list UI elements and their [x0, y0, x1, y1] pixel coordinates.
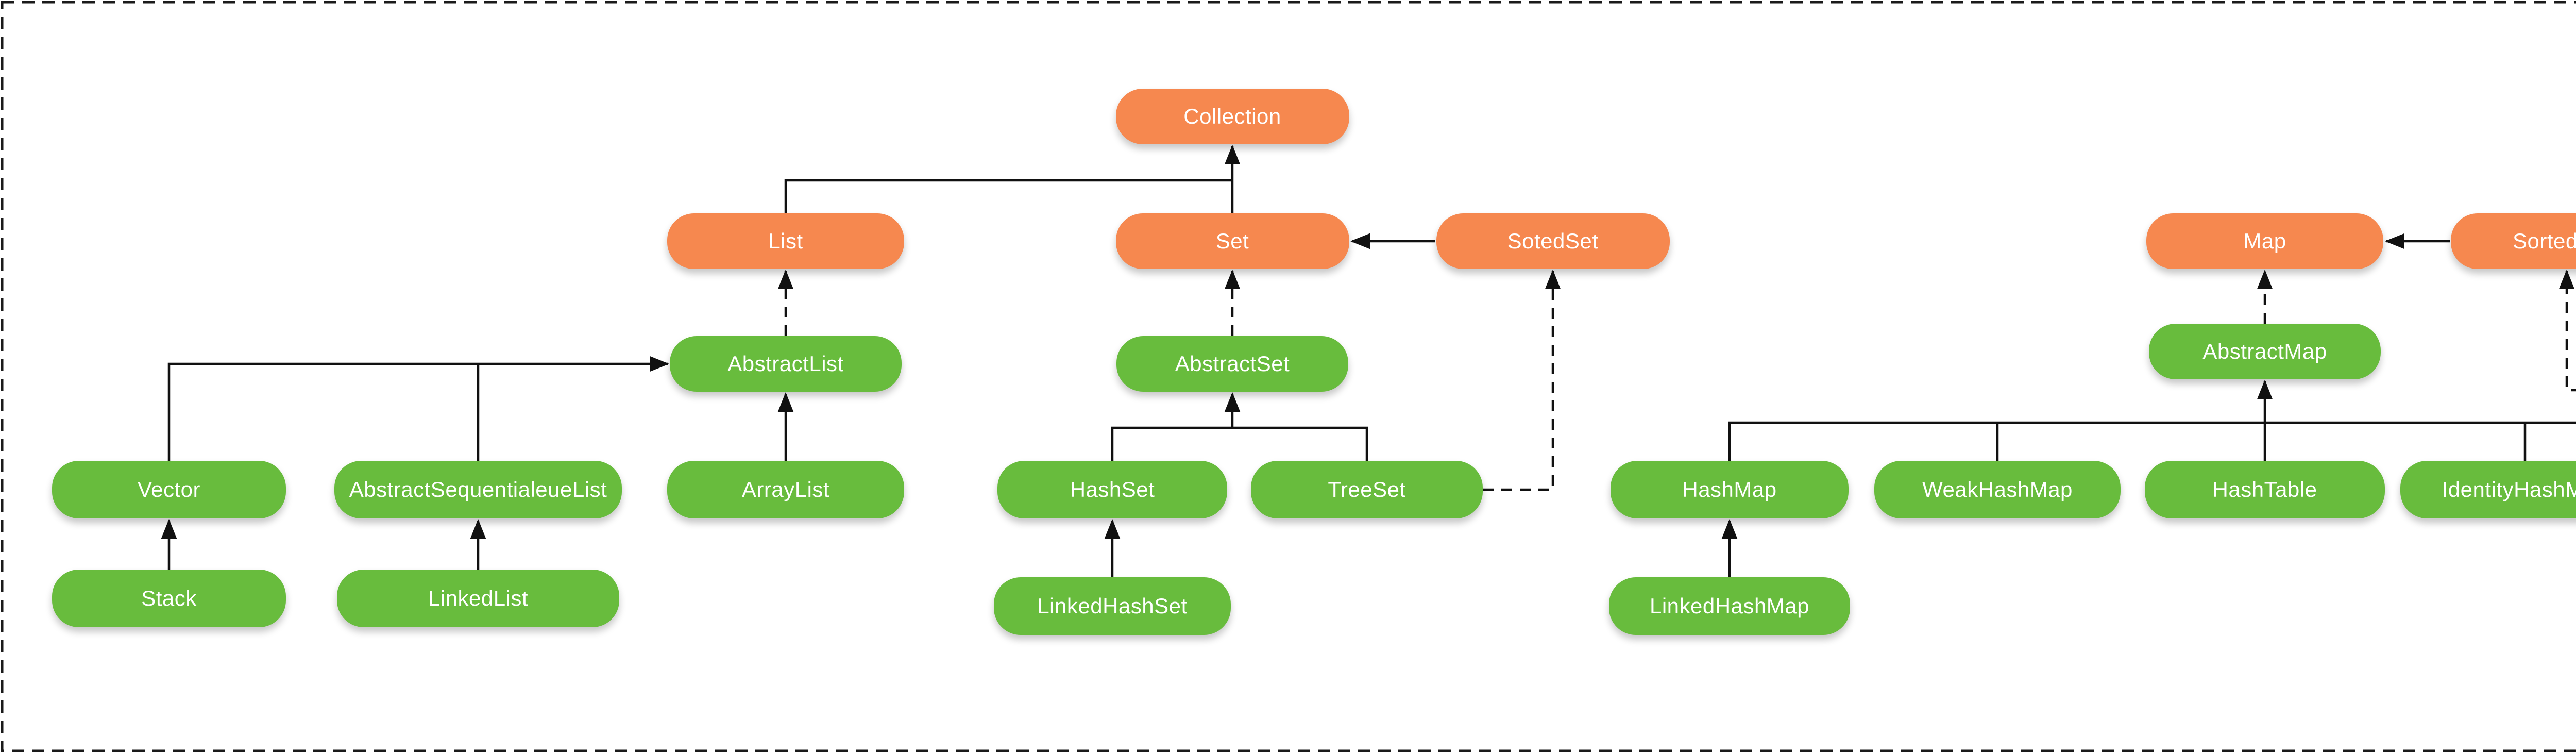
- edge-map-family-bus: [1728, 421, 2576, 461]
- node-label: AbstractMap: [2202, 339, 2327, 363]
- node-hashset[interactable]: HashSet: [997, 461, 1227, 518]
- node-sotedset[interactable]: SotedSet: [1436, 213, 1670, 269]
- node-vector[interactable]: Vector: [52, 461, 286, 518]
- node-label: HashSet: [1070, 477, 1155, 501]
- node-label: TreeSet: [1328, 477, 1406, 501]
- node-label: WeakHashMap: [1922, 477, 2073, 501]
- node-label: Set: [1215, 229, 1249, 253]
- node-hashmap[interactable]: HashMap: [1611, 461, 1849, 518]
- node-treeset[interactable]: TreeSet: [1251, 461, 1483, 518]
- node-set[interactable]: Set: [1115, 213, 1349, 269]
- node-label: AbstractSequentialeueList: [349, 477, 607, 501]
- node-label: Map: [2243, 229, 2286, 253]
- node-stack[interactable]: Stack: [52, 570, 286, 627]
- node-hashtable[interactable]: HashTable: [2145, 461, 2385, 518]
- node-label: Vector: [137, 477, 201, 501]
- edge-set-family-bus: [1111, 426, 1368, 461]
- node-identityhashmap[interactable]: IdentityHashMap: [2400, 461, 2576, 518]
- node-abstractsequentialeuelist[interactable]: AbstractSequentialeueList: [334, 461, 622, 518]
- node-abstractset[interactable]: AbstractSet: [1116, 336, 1348, 392]
- node-label: Stack: [141, 586, 197, 610]
- node-label: AbstractList: [727, 352, 844, 376]
- node-label: LinkedHashMap: [1649, 594, 1809, 618]
- node-label: SotedSet: [1507, 229, 1599, 253]
- node-label: IdentityHashMap: [2442, 477, 2576, 501]
- node-abstractmap[interactable]: AbstractMap: [2149, 324, 2381, 379]
- edge-treeset-impl-sotedset: [1483, 269, 1561, 491]
- node-abstractlist[interactable]: AbstractList: [670, 336, 902, 392]
- node-linkedhashset[interactable]: LinkedHashSet: [994, 577, 1231, 635]
- node-label: HashTable: [2212, 477, 2317, 501]
- node-label: List: [768, 229, 803, 253]
- node-arraylist[interactable]: ArrayList: [667, 461, 904, 518]
- node-sortedmap[interactable]: SortedMap: [2451, 213, 2576, 269]
- edge-vector-branch-to-abstractlist: [167, 356, 670, 461]
- node-label: HashMap: [1682, 477, 1777, 501]
- diagram-edges: [161, 144, 2576, 577]
- node-weakhashmap[interactable]: WeakHashMap: [1874, 461, 2121, 518]
- node-label: Collection: [1183, 104, 1281, 128]
- edge-list-branch-to-collection: [784, 179, 1232, 213]
- node-label: LinkedHashSet: [1037, 594, 1188, 618]
- node-map[interactable]: Map: [2146, 213, 2383, 269]
- node-linkedhashmap[interactable]: LinkedHashMap: [1609, 577, 1850, 635]
- node-list[interactable]: List: [667, 213, 904, 269]
- node-label: AbstractSet: [1175, 352, 1290, 376]
- node-collection[interactable]: Collection: [1115, 89, 1349, 144]
- node-label: SortedMap: [2513, 229, 2576, 253]
- node-linkedlist[interactable]: LinkedList: [337, 570, 619, 627]
- edge-treemap-impl-sortedmap: [2558, 269, 2576, 392]
- node-label: LinkedList: [428, 586, 529, 610]
- node-label: ArrayList: [741, 477, 830, 501]
